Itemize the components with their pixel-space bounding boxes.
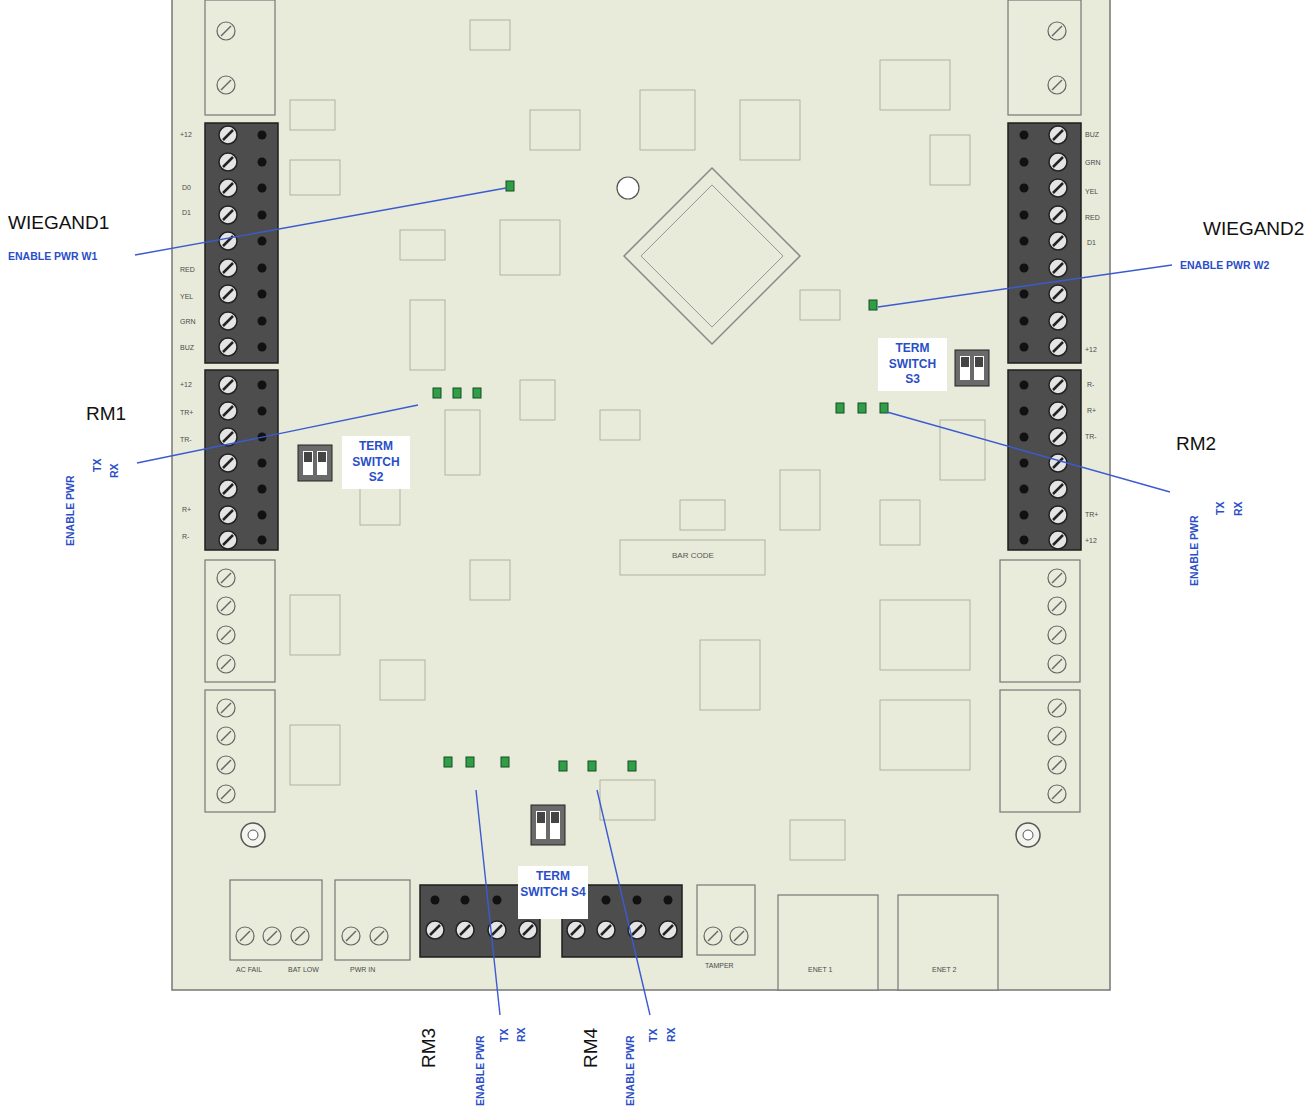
led-label: RX [108, 463, 120, 478]
port-name: RM2 [1176, 433, 1216, 455]
mount-hole [241, 823, 265, 847]
terminal-label: GRN [1085, 159, 1101, 167]
terminal-label: TR+ [1085, 511, 1098, 519]
terminal-label: R- [182, 533, 189, 541]
terminal-label: RED [180, 266, 195, 274]
terminal-label: R+ [1087, 407, 1096, 415]
terminal-label: YEL [180, 293, 193, 301]
status-led [433, 181, 888, 771]
led-label: ENABLE PWR [64, 475, 76, 546]
terminal-label: TAMPER [705, 962, 734, 970]
processor-chip [624, 168, 800, 344]
port-name: RM3 [418, 1028, 440, 1068]
fiducial-hole [617, 177, 639, 199]
terminal-label: D0 [182, 184, 191, 192]
terminal-label: D1 [182, 209, 191, 217]
led-label: RX [515, 1027, 527, 1042]
terminal-label: R+ [182, 506, 191, 514]
port-name: WIEGAND1 [8, 212, 109, 234]
reader-terminal-screw [219, 126, 1067, 939]
pcb-board [172, 0, 1110, 990]
led-label: ENABLE PWR [624, 1035, 636, 1106]
port-name: RM4 [580, 1028, 602, 1068]
terminal-label: +12 [180, 131, 192, 139]
switch-label: TERM SWITCH S4 [520, 869, 586, 900]
terminal-screw [217, 22, 1066, 945]
terminal-block [205, 0, 1081, 990]
term-switch-box: TERM SWITCH S4 [518, 866, 588, 919]
terminal-label: BUZ [1085, 131, 1099, 139]
terminal-label: +12 [1085, 346, 1097, 354]
led-label: RX [1232, 501, 1244, 516]
board-label: BAR CODE [672, 551, 714, 560]
led-label: TX [498, 1029, 510, 1042]
mount-hole [1023, 830, 1033, 840]
terminal-label: ENET 1 [808, 966, 832, 974]
led-label: TX [1214, 502, 1226, 515]
processor-chip [641, 185, 783, 327]
terminal-label: +12 [180, 381, 192, 389]
terminal-label: TR- [1085, 433, 1097, 441]
terminal-label: YEL [1085, 188, 1098, 196]
led-label: ENABLE PWR [1188, 515, 1200, 586]
led-label: ENABLE PWR [474, 1035, 486, 1106]
terminal-label: RED [1085, 214, 1100, 222]
leader-line [135, 188, 1172, 1015]
mount-hole [248, 830, 258, 840]
port-name: RM1 [86, 403, 126, 425]
terminal-label: R- [1087, 381, 1094, 389]
led-label: TX [647, 1029, 659, 1042]
switch-label: TERM SWITCH S2 [344, 439, 408, 486]
terminal-label: PWR IN [350, 966, 375, 974]
led-label: TX [91, 459, 103, 472]
terminal-label: GRN [180, 318, 196, 326]
terminal-label: ENET 2 [932, 966, 956, 974]
led-label: ENABLE PWR W1 [8, 250, 97, 262]
term-switch-box: TERM SWITCH S2 [342, 436, 410, 489]
terminal-label: BAT LOW [288, 966, 319, 974]
terminal-label: D1 [1087, 239, 1096, 247]
terminal-label: BUZ [180, 344, 194, 352]
terminal-label: +12 [1085, 537, 1097, 545]
port-name: WIEGAND2 [1203, 218, 1304, 240]
led-label: ENABLE PWR W2 [1180, 259, 1269, 271]
dip-switch [298, 350, 989, 845]
terminal-label: TR- [180, 436, 192, 444]
led-label: RX [665, 1027, 677, 1042]
term-switch-box: TERM SWITCH S3 [878, 338, 947, 391]
components [290, 20, 985, 860]
switch-label: TERM SWITCH S3 [880, 341, 945, 388]
mount-hole [1016, 823, 1040, 847]
reader-terminal-block [205, 123, 1081, 957]
terminal-label: AC FAIL [236, 966, 262, 974]
terminal-label: TR+ [180, 409, 193, 417]
